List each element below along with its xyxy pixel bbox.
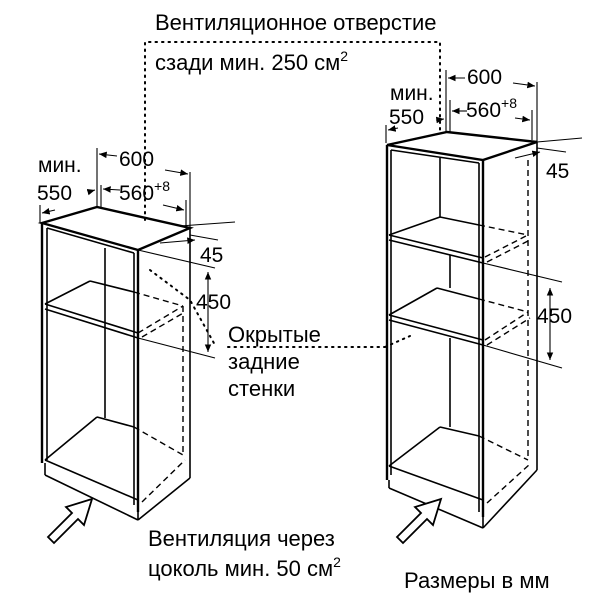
vent-top-line2: сзади мин. 250 см2: [155, 48, 348, 75]
left-width-inner: 560+8: [119, 178, 170, 205]
right-min-label: мин.: [390, 82, 434, 105]
left-cabinet-drawing: [37, 148, 236, 521]
vent-top-line1: Вентиляционное отверстие: [155, 10, 437, 35]
right-niche-height: 450: [537, 305, 572, 328]
right-back-gap: 45: [546, 160, 569, 183]
units-note: Размеры в мм: [404, 568, 550, 593]
left-niche-height: 450: [196, 291, 231, 314]
open-back-line2: задние: [228, 349, 300, 374]
vent-bottom-line1: Вентиляция через: [148, 526, 335, 551]
open-back-line1: Окрытые: [228, 322, 321, 347]
left-min-label: мин.: [38, 154, 82, 177]
left-inlet-arrow-icon: [46, 497, 94, 545]
left-depth-value: 550: [37, 182, 72, 205]
left-width-outer: 600: [119, 148, 154, 171]
right-width-inner: 560+8: [466, 95, 517, 122]
right-cabinet-drawing: [385, 70, 583, 529]
right-inlet-arrow-icon: [395, 497, 443, 545]
vent-bottom-line2: цоколь мин. 50 см2: [148, 554, 341, 581]
right-depth-value: 550: [389, 106, 424, 129]
left-back-gap: 45: [200, 244, 223, 267]
right-width-outer: 600: [467, 66, 502, 89]
open-back-line3: стенки: [228, 376, 295, 401]
